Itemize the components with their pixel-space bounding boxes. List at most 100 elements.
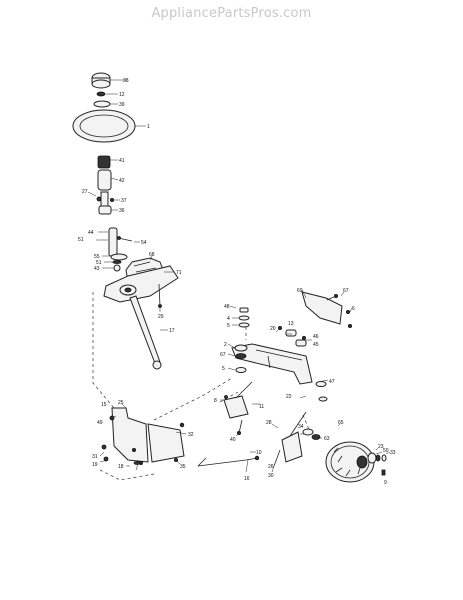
front-wheel-tread-marks	[333, 447, 361, 477]
axle-bushing-right-2[interactable]	[318, 396, 328, 402]
callout-54: 54	[141, 240, 147, 246]
wheel-cap-bottom	[91, 79, 111, 89]
washer-51[interactable]	[112, 260, 122, 264]
front-wheel-hub[interactable]	[356, 455, 368, 469]
bushing-43[interactable]	[113, 264, 121, 272]
bolt-29[interactable]	[158, 283, 161, 307]
bolt-30[interactable]	[273, 449, 281, 467]
coupler-36[interactable]	[98, 205, 112, 215]
washer-39[interactable]	[93, 100, 111, 108]
callout-34: 34	[298, 424, 304, 430]
nut-16[interactable]	[101, 444, 107, 450]
washer-15[interactable]	[133, 461, 141, 465]
bolt-40-shank	[238, 419, 243, 434]
watermark: AppliancePartsPros.com	[151, 6, 312, 21]
callout-51: 51	[78, 237, 84, 243]
bolt-27[interactable]	[96, 196, 102, 202]
callout-46: 46	[313, 334, 319, 340]
callout-32: 32	[188, 432, 194, 438]
callout-67b: 67	[220, 352, 226, 358]
callout-8: 8	[214, 398, 217, 404]
callout-37: 37	[121, 198, 127, 204]
spindle-washer-34[interactable]	[302, 428, 314, 436]
front-wheel-group	[325, 441, 387, 483]
front-axle[interactable]	[231, 343, 313, 385]
steering-sleeve[interactable]	[97, 169, 112, 191]
nut-12[interactable]	[96, 91, 106, 97]
route-line-2	[153, 377, 233, 421]
callout-69: 69	[297, 288, 303, 294]
wheel-bolt-9[interactable]	[381, 469, 386, 476]
callout-31: 31	[92, 454, 98, 460]
front-axle-detail	[255, 349, 303, 369]
callout-10: 10	[256, 450, 262, 456]
callout-67: 67	[343, 288, 349, 294]
route-line-1	[92, 292, 115, 409]
callout-1: 1	[147, 124, 150, 130]
callout-20: 20	[270, 326, 276, 332]
axle-bushing-right[interactable]	[315, 381, 327, 387]
wheel-cap-23[interactable]	[381, 454, 387, 462]
bushing-55[interactable]	[110, 253, 128, 261]
callout-71: 71	[176, 270, 182, 276]
callout-40: 40	[230, 437, 236, 443]
callout-5b: 5	[222, 366, 225, 372]
axle-pin-13[interactable]	[285, 329, 297, 337]
steering-shaft[interactable]	[108, 227, 118, 257]
callout-39: 39	[119, 102, 125, 108]
bracket-plate[interactable]	[111, 407, 149, 463]
leaders	[87, 79, 391, 473]
callout-26: 26	[268, 464, 274, 470]
callout-5: 5	[227, 323, 230, 329]
callout-11: 11	[259, 404, 264, 410]
callout-6: 6	[352, 306, 355, 312]
callout-18: 18	[118, 464, 124, 470]
callout-4: 4	[227, 316, 230, 322]
bolt-8[interactable]	[224, 395, 228, 399]
routing-lines	[92, 292, 311, 481]
callout-36: 36	[119, 208, 125, 214]
bracket-32[interactable]	[147, 423, 185, 463]
callout-51b: 51	[96, 260, 102, 266]
drag-link[interactable]	[129, 295, 161, 367]
callout-30: 30	[268, 473, 274, 479]
callout-48: 48	[224, 304, 230, 310]
pivot-bolt-48[interactable]	[239, 307, 249, 313]
drag-link-end[interactable]	[152, 360, 162, 370]
washer-4[interactable]	[238, 315, 250, 321]
axle-bushing-5[interactable]	[235, 367, 247, 373]
callout-12: 12	[119, 92, 125, 98]
bolt-6[interactable]	[345, 309, 350, 314]
axle-pin-45[interactable]	[295, 339, 307, 347]
callout-16: 16	[244, 476, 250, 482]
axle-bracket-69[interactable]	[301, 291, 343, 325]
tie-rod[interactable]	[197, 457, 259, 467]
spacer-46[interactable]	[301, 335, 306, 340]
washer-5[interactable]	[238, 322, 250, 328]
bolt-6b[interactable]	[347, 323, 352, 328]
callout-65: 65	[338, 420, 344, 426]
pin-54-head	[117, 236, 121, 240]
axle-bushing-2[interactable]	[234, 344, 248, 352]
bolt-33[interactable]	[179, 422, 185, 428]
spindle-right[interactable]	[281, 431, 303, 463]
callout-15: 15	[101, 402, 107, 408]
axle-bushing-67[interactable]	[235, 353, 247, 359]
bolt-19[interactable]	[131, 447, 136, 452]
wheel-adapter[interactable]	[97, 155, 111, 169]
spindle-left[interactable]	[223, 395, 249, 419]
callout-45: 45	[313, 342, 319, 348]
wheel-washer-65[interactable]	[367, 452, 377, 464]
steering-wheel-inner	[79, 114, 129, 138]
callout-27: 27	[82, 189, 88, 195]
leader-lines	[87, 79, 391, 473]
tie-rod-joint[interactable]	[254, 455, 260, 461]
callout-33: 33	[390, 450, 396, 456]
callout-42: 42	[119, 178, 125, 184]
callout-25: 25	[118, 400, 124, 406]
wheel-bolt-50[interactable]	[375, 454, 381, 462]
spindle-washer-63[interactable]	[311, 434, 321, 440]
pinion-gear-hub	[124, 287, 132, 293]
callout-49: 49	[97, 420, 103, 426]
